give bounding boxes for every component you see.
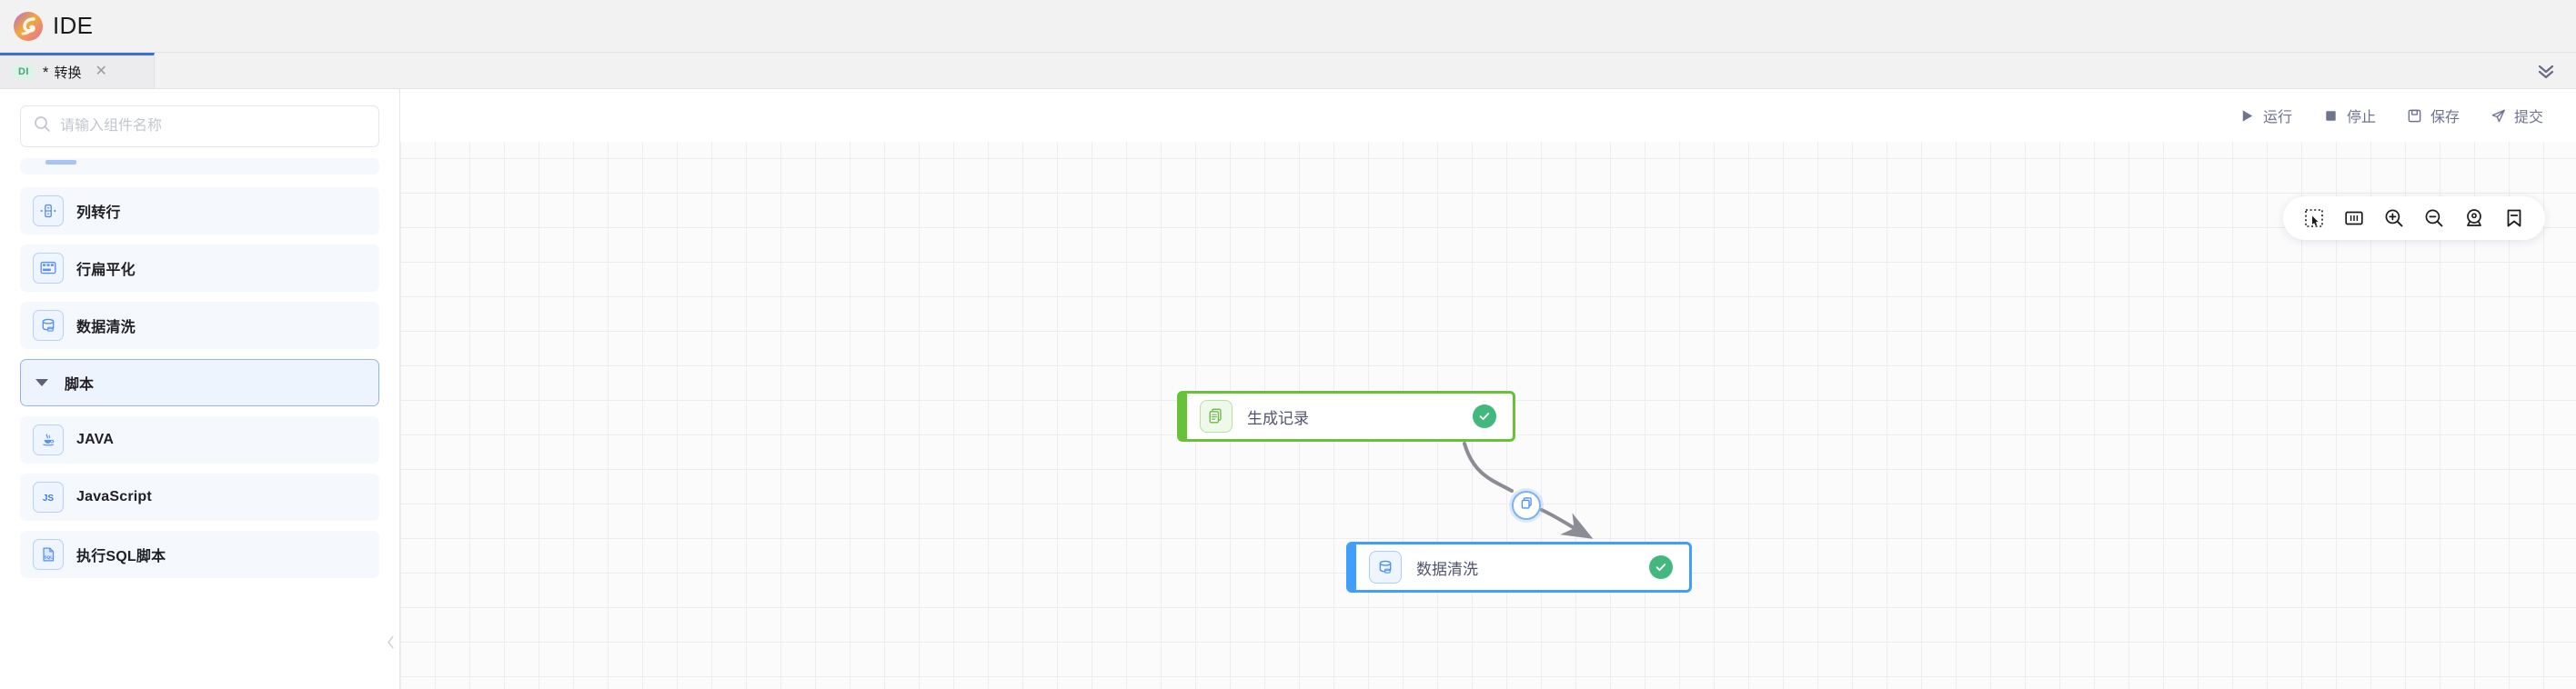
list-item-execute-sql-script[interactable]: SQL 执行SQL脚本 bbox=[20, 531, 379, 578]
sidebar-group-script[interactable]: 脚本 bbox=[20, 359, 379, 406]
close-icon[interactable]: ✕ bbox=[95, 64, 107, 79]
list-item-label: 执行SQL脚本 bbox=[76, 549, 166, 564]
js-icon: JS bbox=[33, 482, 64, 513]
submit-button-label: 提交 bbox=[2513, 110, 2543, 125]
search-icon bbox=[34, 115, 51, 137]
java-icon bbox=[33, 424, 64, 455]
run-button[interactable]: 运行 bbox=[2239, 105, 2292, 126]
list-item-java[interactable]: JAVA bbox=[20, 416, 379, 464]
chevron-left-icon bbox=[385, 634, 397, 655]
list-item-data-cleaning[interactable]: 数据清洗 bbox=[20, 302, 379, 349]
partial-item-icon bbox=[45, 160, 76, 165]
search-input[interactable] bbox=[60, 118, 366, 135]
search-box[interactable] bbox=[20, 105, 379, 147]
list-item-row-flatten[interactable]: 行扁平化 bbox=[20, 245, 379, 292]
copy-duplicate-icon bbox=[1519, 495, 1535, 515]
stop-square-icon bbox=[2323, 108, 2339, 124]
node-label: 数据清洗 bbox=[1416, 560, 1478, 578]
main-area: 列转行 行扁平化 bbox=[0, 89, 2576, 689]
canvas-action-bar: 运行 停止 保存 bbox=[400, 89, 2576, 142]
marquee-select-icon[interactable] bbox=[2303, 207, 2325, 229]
tab-dirty-indicator: * bbox=[42, 63, 49, 81]
edge-action-badge[interactable] bbox=[1512, 491, 1541, 520]
submit-button[interactable]: 提交 bbox=[2490, 105, 2543, 126]
search-container bbox=[0, 89, 399, 158]
list-item-partial[interactable] bbox=[20, 158, 379, 175]
flow-canvas[interactable]: 运行 停止 保存 bbox=[400, 89, 2576, 689]
list-item-column-to-row[interactable]: 列转行 bbox=[20, 187, 379, 235]
sql-script-icon: SQL bbox=[33, 539, 64, 570]
run-button-label: 运行 bbox=[2262, 110, 2292, 125]
node-generate-records[interactable]: 生成记录 bbox=[1177, 391, 1515, 442]
zoom-in-icon[interactable] bbox=[2383, 207, 2405, 229]
chevron-double-down-icon[interactable] bbox=[2536, 61, 2556, 81]
data-cleaning-icon bbox=[1369, 551, 1402, 584]
list-item-javascript[interactable]: JS JavaScript bbox=[20, 474, 379, 521]
list-item-label: JAVA bbox=[76, 432, 115, 447]
list-item-label: 行扁平化 bbox=[76, 263, 136, 278]
bookmark-minus-icon[interactable] bbox=[2503, 207, 2525, 229]
swirl-logo-icon bbox=[13, 11, 44, 42]
component-list[interactable]: 列转行 行扁平化 bbox=[0, 158, 399, 689]
locate-center-icon[interactable] bbox=[2463, 207, 2485, 229]
node-data-cleaning[interactable]: 数据清洗 bbox=[1346, 542, 1692, 593]
svg-text:JS: JS bbox=[43, 494, 55, 504]
check-circle-icon bbox=[1649, 555, 1673, 579]
tab-transform[interactable]: DI * 转换 ✕ bbox=[0, 53, 155, 88]
chevron-down-icon bbox=[35, 379, 48, 386]
sidebar-collapse-handle[interactable] bbox=[380, 625, 399, 664]
list-item-label: 列转行 bbox=[76, 205, 121, 221]
component-sidebar: 列转行 行扁平化 bbox=[0, 89, 400, 689]
column-to-row-icon bbox=[33, 195, 64, 226]
app-header: IDE bbox=[0, 0, 2576, 53]
check-circle-icon bbox=[1473, 404, 1496, 428]
tab-title: 转换 bbox=[54, 65, 82, 81]
row-flatten-icon bbox=[33, 253, 64, 284]
data-cleaning-icon bbox=[33, 310, 64, 341]
stop-button-label: 停止 bbox=[2346, 110, 2376, 125]
canvas-view-toolbar bbox=[2283, 196, 2545, 240]
app-title: IDE bbox=[53, 12, 94, 39]
sidebar-group-label: 脚本 bbox=[65, 377, 95, 393]
save-button[interactable]: 保存 bbox=[2407, 105, 2460, 126]
fit-one-to-one-icon[interactable] bbox=[2343, 207, 2365, 229]
save-floppy-icon bbox=[2407, 108, 2422, 124]
node-label: 生成记录 bbox=[1247, 409, 1309, 427]
play-icon bbox=[2239, 108, 2255, 124]
stop-button[interactable]: 停止 bbox=[2323, 105, 2376, 126]
save-button-label: 保存 bbox=[2430, 110, 2460, 125]
send-plane-icon bbox=[2490, 108, 2506, 124]
list-item-label: 数据清洗 bbox=[76, 320, 136, 335]
list-item-label: JavaScript bbox=[76, 489, 152, 504]
edge-layer bbox=[1463, 442, 1594, 539]
tab-type-badge: DI bbox=[13, 65, 35, 79]
tab-bar: DI * 转换 ✕ bbox=[0, 53, 2576, 89]
zoom-out-icon[interactable] bbox=[2423, 207, 2445, 229]
generate-records-icon bbox=[1200, 400, 1233, 433]
svg-text:SQL: SQL bbox=[44, 555, 53, 561]
tab-bar-actions bbox=[2536, 53, 2576, 88]
